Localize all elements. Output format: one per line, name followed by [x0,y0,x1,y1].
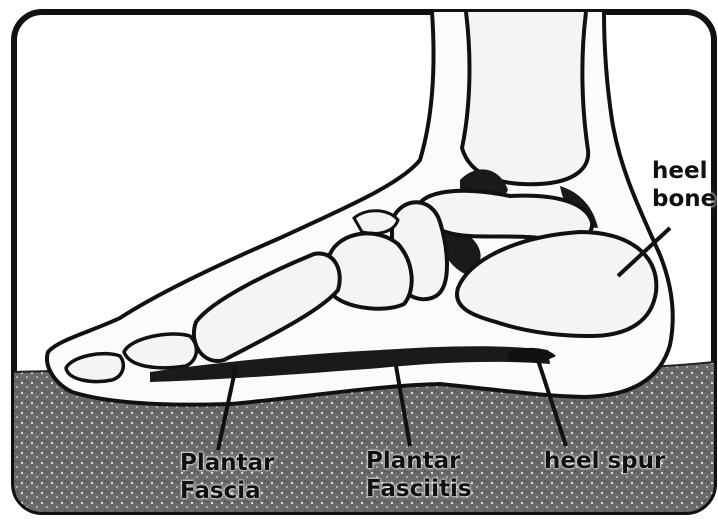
label-heel-bone-line2: bone [652,186,716,212]
tibia-bone [462,12,588,184]
label-plantar-fasciitis-line2: Fasciitis [366,476,472,502]
label-heel-spur: heel spur [544,448,665,474]
label-heel-bone-line1: heel [652,158,707,184]
label-plantar-fascia-line1: Plantar [180,450,275,476]
label-plantar-fasciitis-line1: Plantar [366,448,461,474]
label-plantar-fascia-line2: Fascia [180,478,261,504]
